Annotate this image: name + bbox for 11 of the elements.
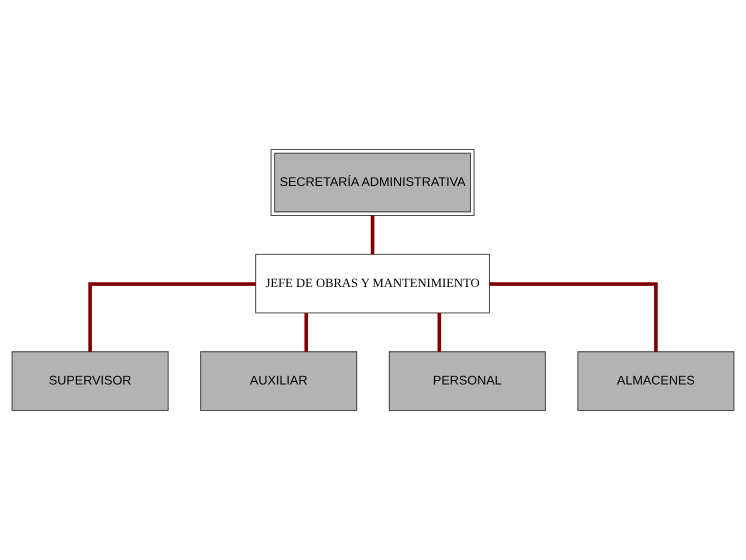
- node-box: ALMACENES: [577, 351, 734, 411]
- node-box: AUXILIAR: [200, 351, 358, 411]
- connector: [88, 282, 256, 352]
- connector: [370, 216, 374, 254]
- connector: [489, 282, 658, 352]
- node-box: SECRETARÍA ADMINISTRATIVA: [270, 149, 475, 216]
- node-box: PERSONAL: [388, 351, 546, 411]
- connector: [304, 313, 308, 352]
- node-box: JEFE DE OBRAS Y MANTENIMIENTO: [255, 254, 490, 314]
- node-box: SUPERVISOR: [12, 351, 169, 411]
- connector: [438, 313, 442, 352]
